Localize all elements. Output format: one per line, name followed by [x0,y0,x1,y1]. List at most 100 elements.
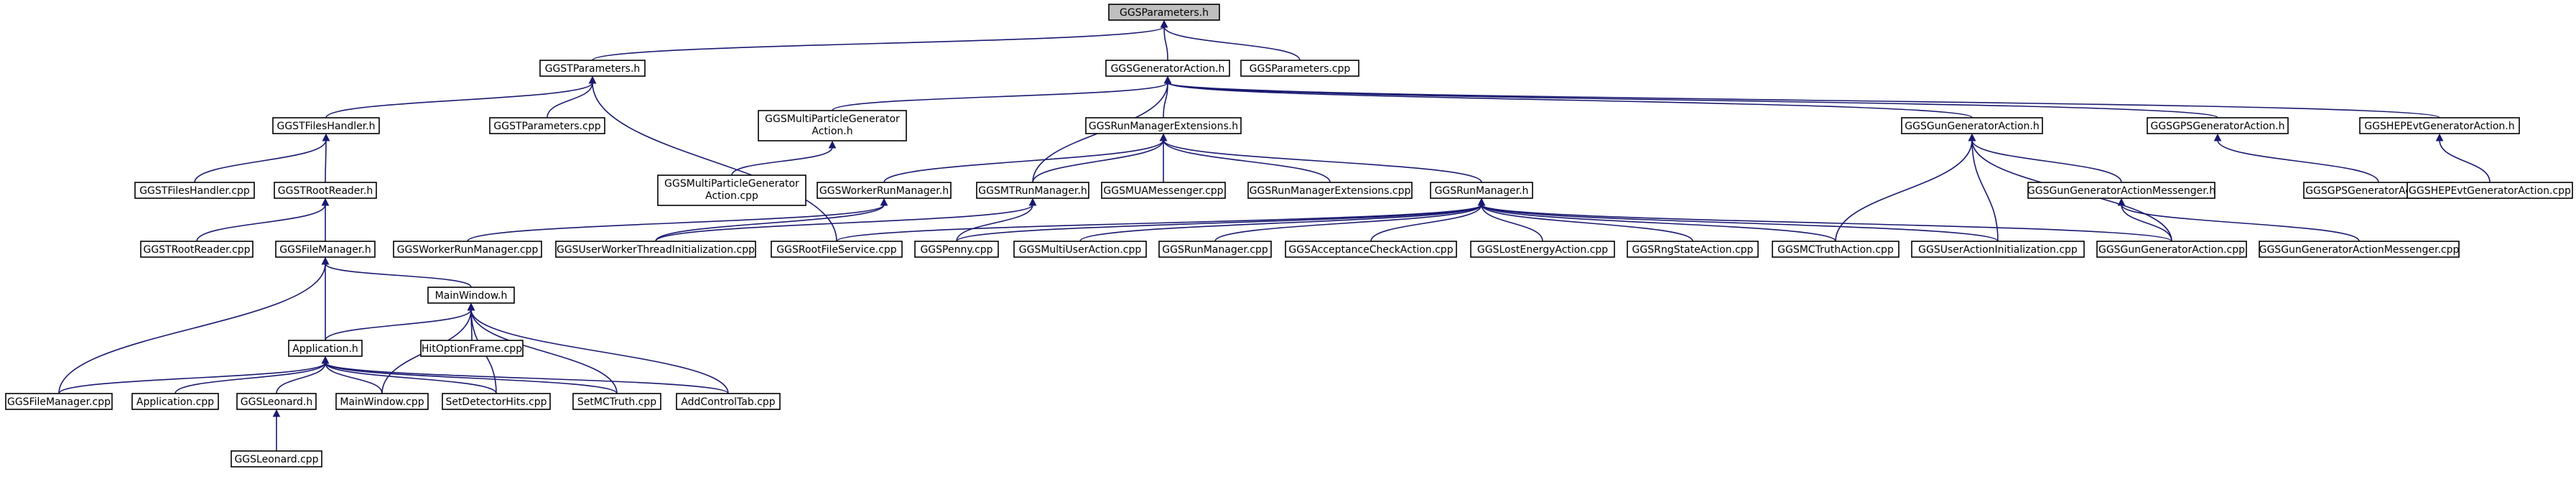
node-label: SetMCTruth.cpp [577,396,656,408]
node-label: GGSLostEnergyAction.cpp [1477,244,1608,256]
node-label: GGSParameters.cpp [1250,63,1351,75]
edge [832,82,1168,111]
node-setmctruth-cpp[interactable]: SetMCTruth.cpp [572,393,661,410]
node-label: GGSRunManagerExtensions.h [1089,121,1238,132]
edge-arrowhead [321,355,330,364]
edge [1370,204,1482,242]
node-ggsgungeneratoractionmessenger-h[interactable]: GGSGunGeneratorActionMessenger.h [2027,182,2215,199]
edge-arrowhead [321,197,330,206]
edge [1835,139,1973,242]
node-ggsmtrunmanager-h[interactable]: GGSMTRunManager.h [976,182,1089,199]
edge [325,362,618,394]
node-label: GGSGunGeneratorAction.h [1905,121,2039,132]
node-ggsrunmanagerextensions-cpp[interactable]: GGSRunManagerExtensions.cpp [1247,182,1413,199]
edge-arrowhead [2435,133,2444,141]
edge [325,362,729,394]
node-ggsrngstateaction-cpp[interactable]: GGSRngStateAction.cpp [1627,241,1759,258]
node-ggsgungeneratoractionmessenger-cpp[interactable]: GGSGunGeneratorActionMessenger.cpp [2259,241,2460,258]
node-ggstparameters-h[interactable]: GGSTParameters.h [539,60,646,77]
node-ggsmuamessenger-cpp[interactable]: GGSMUAMessenger.cpp [1101,182,1226,199]
edge-arrowhead [322,133,330,141]
node-label: GGSUserActionInitialization.cpp [1918,244,2078,256]
edge [1214,204,1482,242]
node-ggstrootreader-h[interactable]: GGSTRootReader.h [274,182,377,199]
node-label: GGSTRootReader.cpp [143,244,250,256]
edge-arrowhead [828,140,837,149]
edge [58,263,326,394]
edge-arrowhead [1163,75,1172,84]
edge [325,362,383,394]
node-ggsworkerrunmanager-cpp[interactable]: GGSWorkerRunManager.cpp [393,241,542,258]
node-ggstfileshandler-h[interactable]: GGSTFilesHandler.h [272,117,380,134]
edge-arrowhead [1968,133,1976,141]
node-ggshepevtgeneratoraction-h[interactable]: GGSHEPEvtGeneratorAction.h [2359,117,2520,134]
node-label: GGSTFilesHandler.cpp [139,185,250,197]
node-ggsleonard-h[interactable]: GGSLeonard.h [236,393,317,410]
node-ggsacceptancecheckaction-cpp[interactable]: GGSAcceptanceCheckAction.cpp [1285,241,1457,258]
edge-arrowhead [2117,197,2126,206]
edge [467,204,885,242]
node-ggsrunmanager-h[interactable]: GGSRunManager.h [1430,182,1533,199]
node-label: Application.h [292,343,358,355]
node-ggsgpsgeneratoraction-h[interactable]: GGSGPSGeneratorAction.h [2147,117,2289,134]
node-ggsrunmanagerextensions-h[interactable]: GGSRunManagerExtensions.h [1085,117,1242,134]
node-ggsparameters-cpp[interactable]: GGSParameters.cpp [1240,60,1359,77]
edge [276,362,326,394]
node-ggsfilemanager-h[interactable]: GGSFileManager.h [275,241,376,258]
node-label: GGSWorkerRunManager.h [819,185,949,197]
edge [592,82,837,242]
node-ggsuseractioninitialization-cpp[interactable]: GGSUserActionInitialization.cpp [1911,241,2085,258]
node-label: GGSPenny.cpp [920,244,992,256]
node-ggsfilemanager-cpp[interactable]: GGSFileManager.cpp [5,393,113,410]
node-mainwindow-cpp[interactable]: MainWindow.cpp [335,393,429,410]
edge [2121,204,2172,242]
edge-arrowhead [880,197,888,206]
node-ggsparameters-h[interactable]: GGSParameters.h [1108,4,1220,21]
node-ggsgeneratoraction-h[interactable]: GGSGeneratorAction.h [1105,60,1230,77]
node-label: GGSHEPEvtGeneratorAction.h [2364,121,2514,132]
node-addcontroltab-cpp[interactable]: AddControlTab.cpp [676,393,781,410]
node-ggsgungeneratoraction-h[interactable]: GGSGunGeneratorAction.h [1901,117,2043,134]
node-ggspenny-cpp[interactable]: GGSPenny.cpp [914,241,999,258]
edge-arrowhead [1160,19,1168,28]
node-ggsuserworkerthreadinitialization-cpp[interactable]: GGSUserWorkerThreadInitialization.cpp [555,241,756,258]
node-ggsrunmanager-cpp[interactable]: GGSRunManager.cpp [1158,241,1272,258]
node-label: GGSGunGeneratorActionMessenger.h [2027,185,2215,197]
node-application-h[interactable]: Application.h [288,340,363,357]
edge [196,204,326,242]
node-ggstparameters-cpp[interactable]: GGSTParameters.cpp [489,117,605,134]
edge [2121,204,2360,242]
edge [1163,26,1168,61]
edge [325,362,497,394]
edge [1481,204,2172,242]
edge [1032,139,1164,183]
node-ggslostenergyaction-cpp[interactable]: GGSLostEnergyAction.cpp [1470,241,1615,258]
node-hitoptionframe-cpp[interactable]: HitOptionFrame.cpp [420,340,524,357]
node-ggstfileshandler-cpp[interactable]: GGSTFilesHandler.cpp [134,182,255,199]
edge [883,139,1164,183]
edge [1971,139,1999,242]
node-ggsmultiuseraction-cpp[interactable]: GGSMultiUserAction.cpp [1013,241,1147,258]
node-ggsworkerrunmanager-h[interactable]: GGSWorkerRunManager.h [817,182,952,199]
node-ggsgungeneratoraction-cpp[interactable]: GGSGunGeneratorAction.cpp [2096,241,2247,258]
node-setdetectorhits-cpp[interactable]: SetDetectorHits.cpp [442,393,551,410]
node-application-cpp[interactable]: Application.cpp [131,393,219,410]
node-ggstrootreader-cpp[interactable]: GGSTRootReader.cpp [140,241,254,258]
node-mainwindow-h[interactable]: MainWindow.h [427,287,515,304]
node-label: AddControlTab.cpp [681,396,775,408]
node-label: SetDetectorHits.cpp [445,396,547,408]
node-label: GGSGeneratorAction.h [1111,63,1225,75]
node-ggsmctruthaction-cpp[interactable]: GGSMCTruthAction.cpp [1772,241,1900,258]
edge [1167,82,2218,118]
node-label: GGSRunManager.cpp [1162,244,1268,256]
node-label: GGSTFilesHandler.h [276,121,375,132]
edge [1481,204,1836,242]
node-label: GGSFileManager.h [279,244,371,256]
node-ggshepevtgeneratoraction-cpp[interactable]: GGSHEPEvtGeneratorAction.cpp [2407,182,2573,199]
node-ggsrootfileservice-cpp[interactable]: GGSRootFileService.cpp [771,241,903,258]
node-ggsleonard-cpp[interactable]: GGSLeonard.cpp [231,450,322,468]
node-label: MainWindow.cpp [340,396,424,408]
